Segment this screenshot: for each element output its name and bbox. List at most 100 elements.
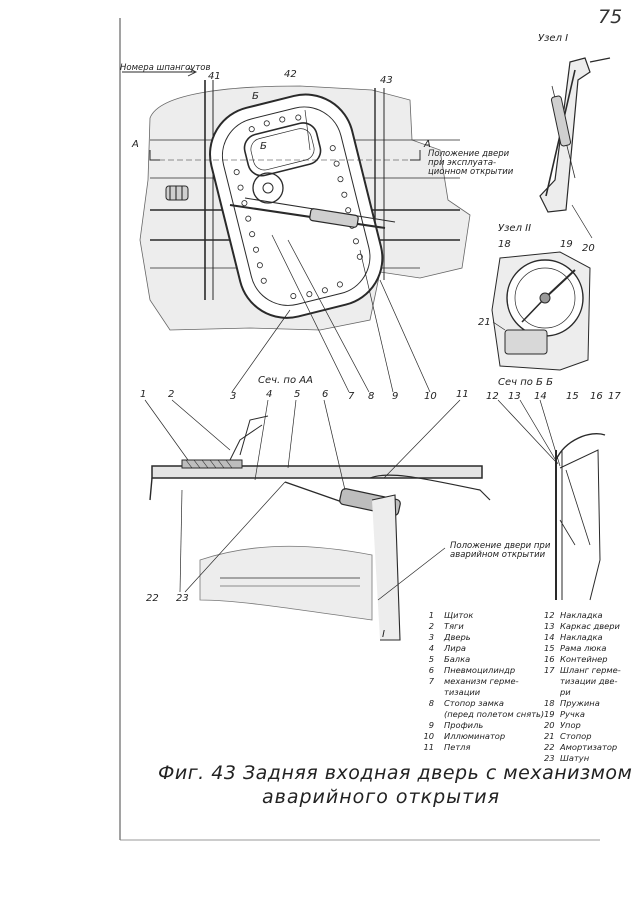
- callout-6: 6: [322, 389, 329, 400]
- legend-item: 9 Профиль: [418, 720, 558, 731]
- callout-17: 17: [608, 391, 621, 402]
- frame-number-42: 42: [284, 69, 297, 80]
- legend-text: Стопор: [560, 731, 592, 741]
- legend-item: 21 Стопор: [544, 731, 634, 742]
- legend-item: 18 Пружина: [544, 698, 634, 709]
- legend-text: Петля: [444, 742, 471, 752]
- callout-3: 3: [230, 391, 237, 402]
- section-mark-b-inner: Б: [260, 141, 267, 152]
- callout-8: 8: [368, 391, 375, 402]
- legend-number: 22: [544, 742, 555, 752]
- legend-text: Шатун: [560, 753, 590, 763]
- page-number: 75: [598, 6, 623, 28]
- legend-number: 18: [544, 698, 555, 708]
- note-emergency-open: Положение двери при аварийном открытии: [450, 541, 551, 560]
- callout-4: 4: [266, 389, 273, 400]
- legend-text: Тяги: [444, 621, 464, 631]
- legend-text: Иллюминатор: [444, 731, 506, 741]
- section-bb-view: [497, 399, 606, 601]
- node-1-title: Узел I: [538, 33, 569, 44]
- callout-13: 13: [508, 391, 521, 402]
- callout-19: 19: [560, 239, 573, 250]
- legend-number: 14: [544, 632, 555, 642]
- legend-number: 7: [428, 676, 434, 686]
- callout-14: 14: [534, 391, 547, 402]
- section-mark-a-left: А: [132, 139, 139, 150]
- door-rivet-row: [233, 114, 363, 300]
- legend-item: 17 Шланг герме- тизации две- ри: [544, 665, 634, 698]
- legend-number: 10: [423, 731, 434, 741]
- callout-23: 23: [176, 593, 189, 604]
- figure-caption-line-2: аварийного открытия: [262, 786, 501, 808]
- legend-text: Рама люка: [560, 643, 607, 653]
- figure-caption-line-1: Фиг. 43 Задняя входная дверь с механизмо…: [158, 762, 633, 784]
- section-aa-view: [144, 399, 491, 641]
- legend-number: 12: [544, 610, 555, 620]
- legend-item: 5 Балка: [418, 654, 558, 665]
- legend-number: 9: [428, 720, 434, 730]
- legend-number: 13: [544, 621, 555, 631]
- legend-item: 13 Каркас двери: [544, 621, 634, 632]
- callout-21: 21: [478, 317, 491, 328]
- legend-text: Амортизатор: [560, 742, 618, 752]
- pneumocylinder-top: [309, 208, 359, 228]
- callout-11: 11: [456, 389, 469, 400]
- callout-22: 22: [146, 593, 159, 604]
- legend-number: 4: [428, 643, 434, 653]
- frame-numbers-label: Номера шпангоутов: [120, 63, 211, 73]
- legend-text: Балка: [444, 654, 471, 664]
- legend-item: 10 Иллюминатор: [418, 731, 558, 742]
- legend-text: Стопор замка (перед полетом снять): [444, 698, 545, 719]
- legend-number: 6: [428, 665, 434, 675]
- legend-number: 11: [423, 742, 434, 752]
- legend-number: 19: [544, 709, 555, 719]
- legend-text: Шланг герме- тизации две- ри: [560, 665, 621, 697]
- callout-1: 1: [140, 389, 147, 400]
- legend-item: 15 Рама люка: [544, 643, 634, 654]
- callout-18: 18: [498, 239, 511, 250]
- section-aa-title: Сеч. по АА: [258, 375, 313, 386]
- legend-number: 8: [428, 698, 434, 708]
- legend-number: 17: [544, 665, 555, 675]
- legend-number: 20: [544, 720, 555, 730]
- door-window: [243, 122, 322, 177]
- legend-item: 6 Пневмоцилиндр: [418, 665, 558, 676]
- legend-text: Пневмоцилиндр: [444, 665, 516, 675]
- legend-text: Пружина: [560, 698, 600, 708]
- section-bb-title: Сеч по Б Б: [498, 377, 553, 388]
- legend-number: 23: [544, 753, 555, 763]
- legend-item: 2 Тяги: [418, 621, 558, 632]
- callout-7: 7: [348, 391, 355, 402]
- legend-item: 23 Шатун: [544, 753, 634, 764]
- legend-number: 3: [428, 632, 434, 642]
- frame-number-41: 41: [208, 71, 221, 82]
- legend-text: Дверь: [444, 632, 471, 642]
- section-mark-node-1: I: [382, 629, 385, 640]
- legend-text: Каркас двери: [560, 621, 620, 631]
- section-mark-b-top: Б: [252, 91, 259, 102]
- frame-number-43: 43: [380, 75, 393, 86]
- legend-number: 5: [428, 654, 434, 664]
- main-door-view: [122, 67, 471, 393]
- note-operational-open: Положение двери при эксплуата- ционном о…: [428, 149, 514, 177]
- legend-number: 21: [544, 731, 555, 741]
- legend-item: 11 Петля: [418, 742, 558, 753]
- callout-12: 12: [486, 391, 499, 402]
- section-mark-a-right: А: [424, 139, 431, 150]
- legend-number: 2: [428, 621, 434, 631]
- node-1-detail: [539, 57, 611, 239]
- legend-text: Профиль: [444, 720, 484, 730]
- legend-number: 15: [544, 643, 555, 653]
- legend-item: 22 Амортизатор: [544, 742, 634, 753]
